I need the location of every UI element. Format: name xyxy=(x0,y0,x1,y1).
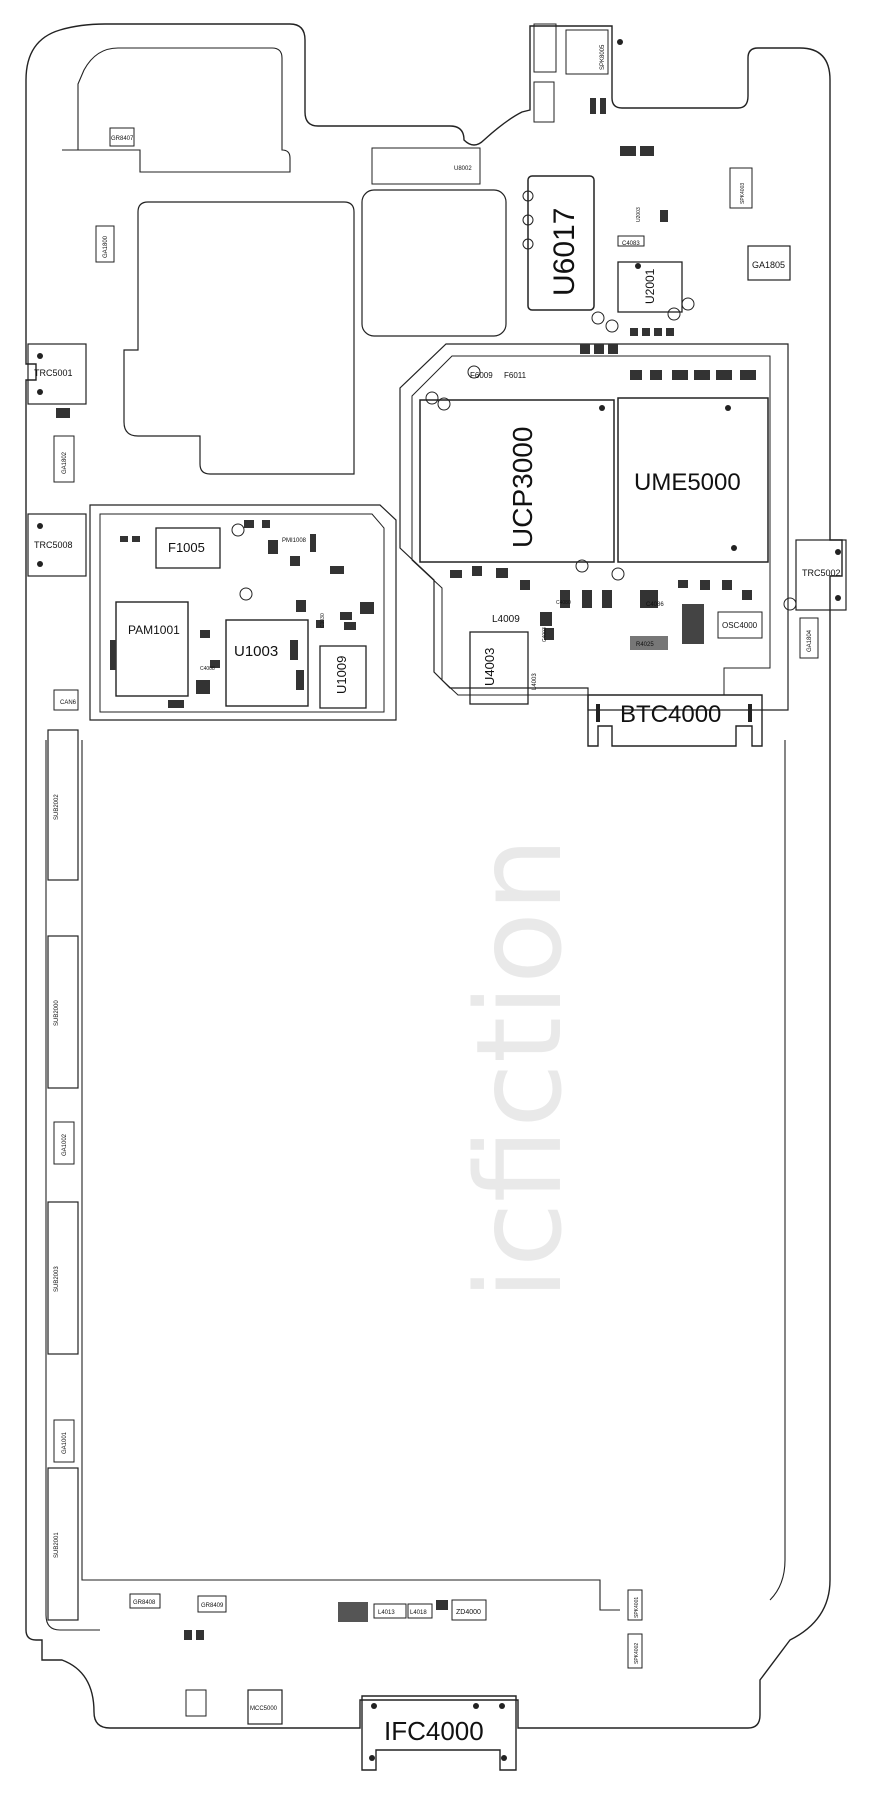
small-components xyxy=(53,23,756,1717)
ga1805-chip xyxy=(747,245,791,281)
label-c4008: C4008 xyxy=(200,666,215,672)
sub2001-pad xyxy=(47,1467,79,1621)
shield-mid xyxy=(361,189,507,337)
sub2002-pad xyxy=(47,729,79,881)
watermark: icfiction xyxy=(450,837,588,1300)
label-zd4000: ZD4000 xyxy=(456,1609,481,1616)
trc5002-conn xyxy=(795,539,847,611)
label-can6: CAN6 xyxy=(60,700,77,706)
label-u2001: U2001 xyxy=(643,268,657,304)
u6017-chip xyxy=(527,175,595,311)
trc5001-conn xyxy=(27,343,87,405)
ga1001-pad xyxy=(53,1419,75,1463)
label-u2003: U2003 xyxy=(636,207,642,222)
btc4000-connector xyxy=(587,694,763,747)
rf-section-inner xyxy=(99,513,385,713)
label-pam1001: PAM1001 xyxy=(128,623,180,637)
label-sub2001: SUB2001 xyxy=(54,1532,60,1558)
label-u8002: U8002 xyxy=(454,166,472,172)
board-outline xyxy=(25,23,843,1729)
bottom-inner-line xyxy=(81,740,620,1611)
label-c4086: C4086 xyxy=(646,602,664,608)
u1009-chip xyxy=(319,645,367,709)
label-ga1001: GA1001 xyxy=(62,1431,68,1454)
inner-outline xyxy=(62,47,291,173)
right-rail xyxy=(769,740,786,1601)
label-u4003: U4003 xyxy=(482,648,497,686)
label-c1030: C1030 xyxy=(320,613,326,628)
label-f6011: F6011 xyxy=(504,371,527,380)
label-c4080: C4080 xyxy=(556,600,571,606)
sub2003-pad xyxy=(47,1201,79,1355)
label-sub2002: SUB2002 xyxy=(54,794,60,820)
hole-dots xyxy=(37,39,841,1761)
mcc5000-chip xyxy=(247,1689,283,1725)
label-ume5000: UME5000 xyxy=(634,469,741,496)
ucp3000-chip xyxy=(419,399,615,563)
ga1002-pad xyxy=(53,1121,75,1165)
ifc4000-connector xyxy=(361,1695,517,1771)
label-ifc4000: IFC4000 xyxy=(384,1716,484,1746)
label-spk4003: SPK4003 xyxy=(740,183,746,204)
label-gr8407: GR8407 xyxy=(111,136,134,142)
label-trc5008: TRC5008 xyxy=(34,540,73,550)
label-sub2003: SUB2003 xyxy=(54,1266,60,1292)
label-gr8409: GR8409 xyxy=(201,1603,224,1609)
f1005-chip xyxy=(155,527,221,569)
ga1804-pad xyxy=(799,617,819,659)
cpu-section-outer xyxy=(399,343,789,711)
label-spk4002: SPK4002 xyxy=(634,1643,640,1664)
label-l4013: L4013 xyxy=(378,1610,395,1616)
label-u6017: U6017 xyxy=(548,208,581,296)
osc4000-part xyxy=(717,611,763,639)
cpu-section-inner xyxy=(411,355,771,696)
ume5000-chip xyxy=(617,397,769,563)
rf-section-outer xyxy=(89,504,397,721)
label-mcc5000: MCC5000 xyxy=(250,1706,278,1712)
label-trc5001: TRC5001 xyxy=(34,368,73,378)
label-c4003: C4003 xyxy=(542,627,548,642)
label-l4009: L4009 xyxy=(492,614,520,625)
u2001-chip xyxy=(617,261,683,313)
label-osc4000: OSC4000 xyxy=(722,621,758,630)
label-ga1002: GA1002 xyxy=(62,1133,68,1156)
label-l4003: L4003 xyxy=(532,673,538,690)
label-spk4001: SPK4001 xyxy=(634,1597,640,1618)
label-u1009: U1009 xyxy=(334,656,349,694)
label-f6009: F6009 xyxy=(470,371,493,380)
label-r4025: R4025 xyxy=(636,642,654,648)
label-ga1804: GA1804 xyxy=(807,629,813,652)
label-pmi1008: PMI1008 xyxy=(282,538,307,544)
ga1800-pad xyxy=(95,225,115,263)
u4003-chip xyxy=(469,631,529,705)
label-trc5002: TRC5002 xyxy=(802,568,841,578)
label-spk8005: SPK8005 xyxy=(600,44,606,70)
tall-dark-part xyxy=(682,604,704,644)
btc-pin-r xyxy=(748,704,752,722)
u1003-chip xyxy=(225,619,309,707)
label-ga1800: GA1800 xyxy=(103,235,109,258)
ga1802-pad xyxy=(53,435,75,483)
label-l4018: L4018 xyxy=(410,1610,427,1616)
sub2000-pad xyxy=(47,935,79,1089)
label-gr8408: GR8408 xyxy=(133,1600,156,1606)
label-c4083: C4083 xyxy=(622,241,640,247)
label-ucp3000: UCP3000 xyxy=(507,427,538,548)
bottom-dark-part xyxy=(338,1602,368,1622)
label-ga1805: GA1805 xyxy=(752,260,785,270)
via-holes xyxy=(231,190,797,611)
btc-pin-l xyxy=(596,704,600,722)
label-ga1802: GA1802 xyxy=(62,451,68,474)
pam1001-chip xyxy=(115,601,189,697)
trc5008-conn xyxy=(27,513,87,577)
r4025-part xyxy=(630,636,668,650)
left-rail xyxy=(45,740,100,1631)
label-btc4000: BTC4000 xyxy=(620,701,721,728)
shield-left xyxy=(123,201,355,475)
label-sub2000: SUB2000 xyxy=(54,1000,60,1026)
label-f1005: F1005 xyxy=(168,540,205,555)
label-u1003: U1003 xyxy=(234,643,278,660)
